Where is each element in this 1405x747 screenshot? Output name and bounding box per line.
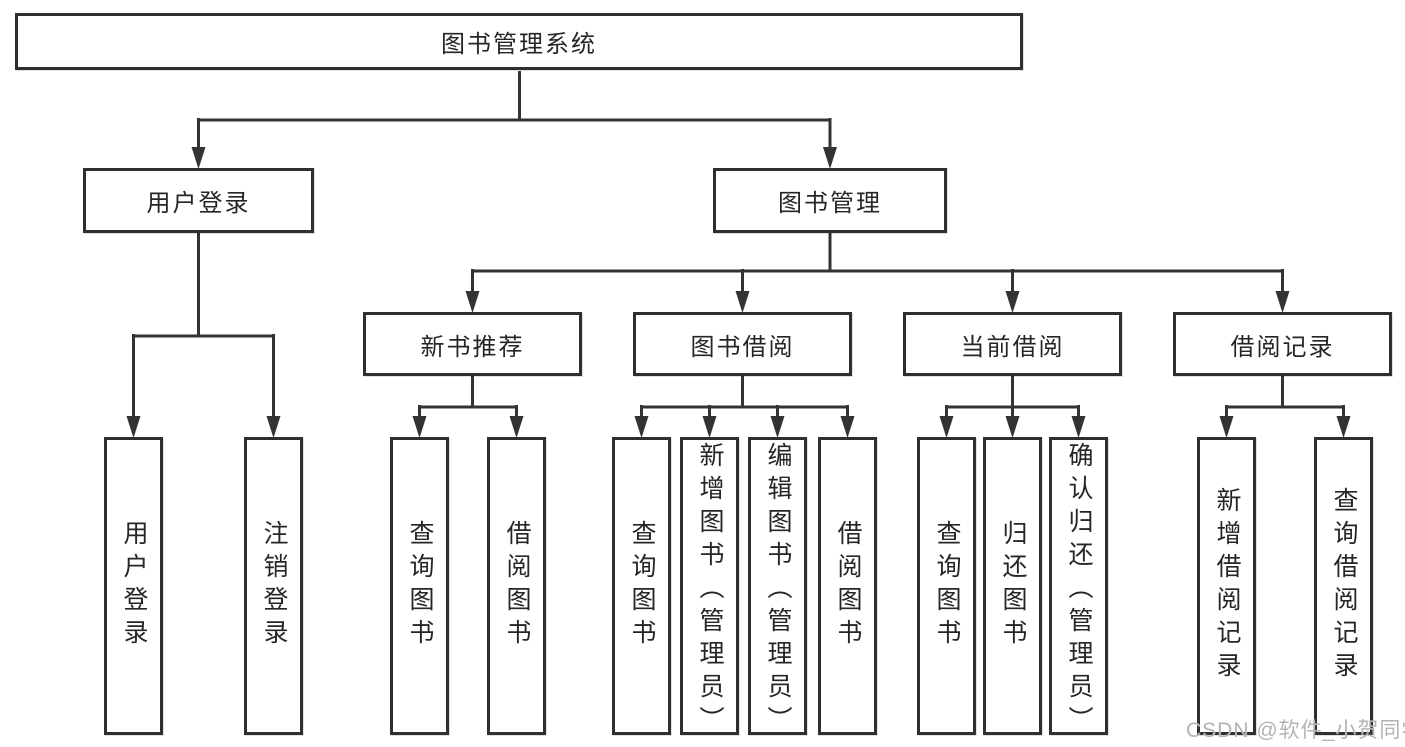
leaf-label: 编辑图书（管理员） bbox=[764, 442, 792, 739]
leaf-label: 注销登录 bbox=[260, 520, 288, 652]
leaf-borrow-query-books: 查询图书 bbox=[612, 437, 671, 735]
leaf-label: 借阅图书 bbox=[834, 520, 862, 652]
node-book-management: 图书管理 bbox=[713, 168, 947, 233]
leaf-label: 确认归还（管理员） bbox=[1065, 442, 1093, 739]
leaf-user-login: 用户登录 bbox=[104, 437, 163, 735]
leaf-label: 查询图书 bbox=[933, 520, 961, 652]
node-book-borrow: 图书借阅 bbox=[633, 312, 852, 376]
leaf-current-query-books: 查询图书 bbox=[917, 437, 976, 735]
leaf-records-add-record: 新增借阅记录 bbox=[1197, 437, 1256, 735]
leaf-current-return-books: 归还图书 bbox=[983, 437, 1042, 735]
leaf-newbook-borrow-books: 借阅图书 bbox=[487, 437, 546, 735]
leaf-newbook-query-books: 查询图书 bbox=[390, 437, 449, 735]
node-label: 图书借阅 bbox=[690, 333, 795, 361]
node-root: 图书管理系统 bbox=[15, 13, 1023, 70]
leaf-records-query-record: 查询借阅记录 bbox=[1314, 437, 1373, 735]
leaf-label: 用户登录 bbox=[120, 520, 148, 652]
leaf-label: 查询借阅记录 bbox=[1330, 487, 1358, 685]
leaf-label: 借阅图书 bbox=[503, 520, 531, 652]
csdn-watermark: CSDN @软件_小贺同学 bbox=[1186, 719, 1405, 742]
node-label: 图书管理系统 bbox=[441, 31, 597, 58]
leaf-current-confirm-return-admin: 确认归还（管理员） bbox=[1049, 437, 1108, 739]
node-new-book-recommend: 新书推荐 bbox=[363, 312, 582, 376]
leaf-label: 新增借阅记录 bbox=[1213, 487, 1241, 685]
node-label: 借阅记录 bbox=[1230, 333, 1335, 361]
leaf-logout: 注销登录 bbox=[244, 437, 303, 735]
node-label: 新书推荐 bbox=[420, 333, 525, 361]
leaf-label: 归还图书 bbox=[999, 520, 1027, 652]
leaf-label: 新增图书（管理员） bbox=[696, 442, 724, 739]
leaf-label: 查询图书 bbox=[406, 520, 434, 652]
node-user-login: 用户登录 bbox=[83, 168, 314, 233]
leaf-label: 查询图书 bbox=[628, 520, 656, 652]
node-label: 用户登录 bbox=[146, 190, 251, 217]
leaf-borrow-borrow-books: 借阅图书 bbox=[818, 437, 877, 735]
node-current-borrow: 当前借阅 bbox=[903, 312, 1122, 376]
node-label: 图书管理 bbox=[778, 190, 882, 217]
leaf-borrow-add-books-admin: 新增图书（管理员） bbox=[680, 437, 739, 739]
leaf-borrow-edit-books-admin: 编辑图书（管理员） bbox=[748, 437, 807, 739]
node-label: 当前借阅 bbox=[960, 333, 1065, 361]
node-borrow-records: 借阅记录 bbox=[1173, 312, 1392, 376]
